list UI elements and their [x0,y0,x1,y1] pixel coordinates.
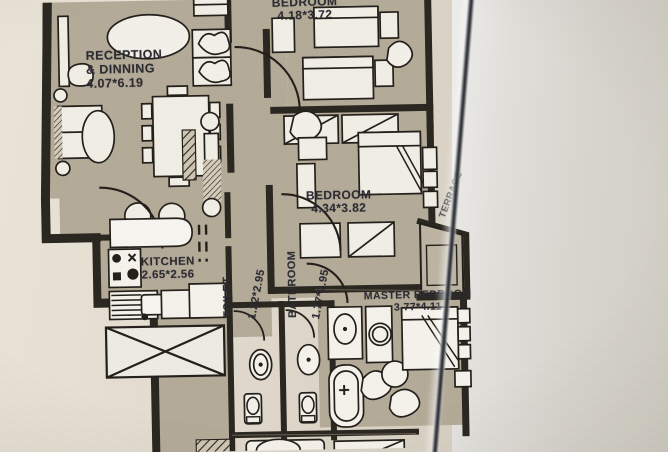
room-label-reception-dinning: RECEPTION & DINNING 4.07*6.19 [86,47,163,91]
room-dimensions: 2.65*2.56 [141,268,195,282]
room-name: TOILET [221,276,234,318]
room-name: KITCHEN [140,255,195,269]
room-name-2: & DINNING [85,61,156,77]
room-dimensions: 4.34*3.82 [311,200,367,216]
room-label-bedroom-top: BEDROOM 4.18*3.72 [272,0,338,24]
room-name: BATHROOM [285,250,299,318]
room-label-kitchen: KITCHEN 2.65*2.56 [141,256,195,283]
paper-surface-right [452,0,668,452]
room-label-master-bedroom: MASTER BEDROOM 3.77*4.11 [364,288,472,315]
room-label-bathroom: BATHROOM [286,251,299,318]
room-dimensions: 4.18*3.72 [277,7,333,24]
floor-plan-drawing [40,0,473,452]
room-label-toilet: TOILET [221,276,234,318]
room-dimensions: 4.07*6.19 [86,75,144,91]
room-label-bedroom: BEDROOM 4.34*3.82 [306,187,372,216]
